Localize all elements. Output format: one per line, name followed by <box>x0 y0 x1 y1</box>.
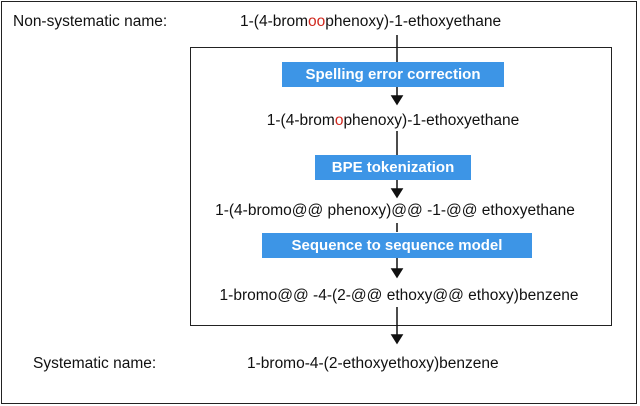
seq-output: 1-bromo@@ -4-(2-@@ ethoxy@@ ethoxy)benze… <box>219 287 579 304</box>
pipeline-box <box>190 47 612 326</box>
input-name-prefix: 1-(4-brom <box>240 13 309 30</box>
corrected-name-fix: o <box>334 112 344 129</box>
step-seq2seq-model: Sequence to sequence model <box>262 233 532 258</box>
input-label: Non-systematic name: <box>13 13 168 30</box>
corrected-name-suffix: phenoxy)-1-ethoxyethane <box>343 112 520 129</box>
input-name: 1-(4-bromoophenoxy)-1-ethoxyethane <box>240 13 501 31</box>
step-spelling-correction: Spelling error correction <box>282 62 504 87</box>
output-label: Systematic name: <box>33 355 157 372</box>
input-name-suffix: phenoxy)-1-ethoxyethane <box>325 13 502 30</box>
input-name-error: oo <box>308 13 326 30</box>
corrected-name: 1-(4-bromophenoxy)-1-ethoxyethane <box>267 112 519 130</box>
corrected-name-prefix: 1-(4-brom <box>266 112 335 129</box>
bpe-tokens: 1-(4-bromo@@ phenoxy)@@ -1-@@ ethoxyetha… <box>215 202 575 219</box>
step-bpe-tokenization: BPE tokenization <box>315 155 471 180</box>
systematic-name: 1-bromo-4-(2-ethoxyethoxy)benzene <box>247 355 499 372</box>
